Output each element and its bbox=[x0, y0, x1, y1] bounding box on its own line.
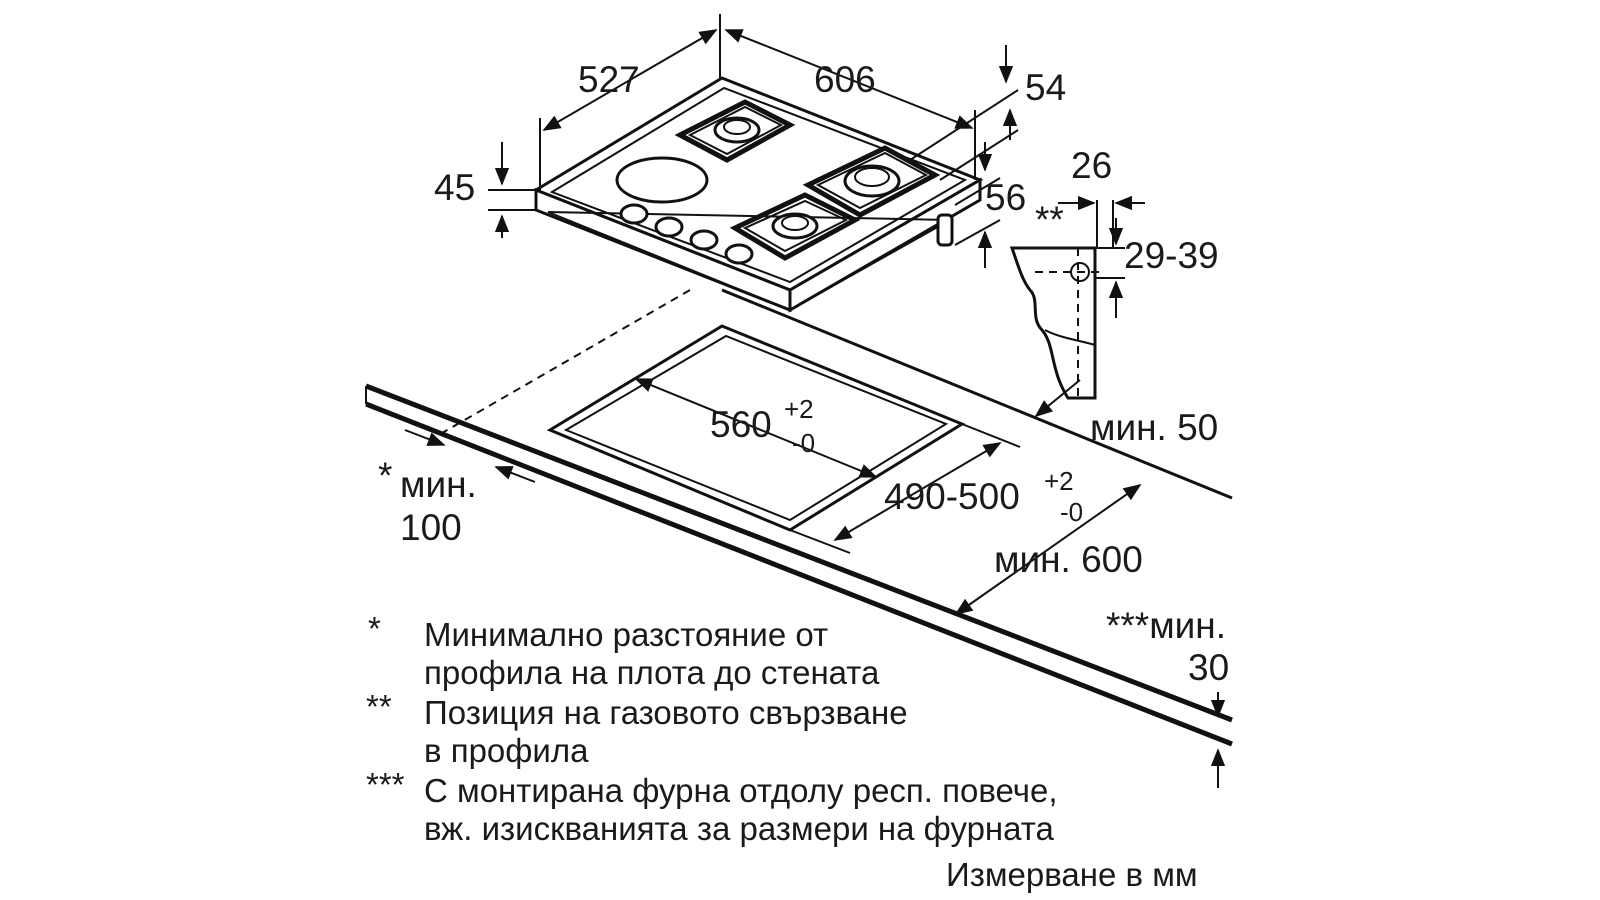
note-3-line-2: вж. изискванията за размери на фурната bbox=[424, 810, 1055, 847]
burner-front bbox=[729, 192, 861, 261]
hob-drawing bbox=[532, 76, 984, 313]
note-2-line-2: в профила bbox=[424, 732, 589, 769]
dim-26: 26 bbox=[1071, 145, 1112, 186]
dim-527: 527 bbox=[578, 59, 640, 100]
dim-min-30-value: 30 bbox=[1188, 647, 1229, 688]
dim-490-500-tol-plus: +2 bbox=[1044, 466, 1074, 496]
dim-490-500: 490-500 bbox=[884, 476, 1020, 517]
profile-marker: ** bbox=[1035, 199, 1064, 240]
dim-560: 560 bbox=[710, 404, 772, 445]
units-caption: Измерване в мм bbox=[946, 856, 1198, 893]
dim-54: 54 bbox=[1025, 67, 1066, 108]
hotplate-circle bbox=[615, 156, 709, 204]
footnotes: * Минимално разстояние от профила на пло… bbox=[366, 610, 1058, 847]
hob-base bbox=[547, 211, 954, 312]
note-3-line-1: С монтирана фурна отдолу респ. повече, bbox=[424, 772, 1058, 809]
worktop-profile bbox=[1009, 195, 1145, 400]
dim-490-500-tol-minus: -0 bbox=[1060, 497, 1083, 527]
note-1-line-2: профила на плота до стената bbox=[424, 654, 880, 691]
dim-560-tol-minus: -0 bbox=[792, 428, 815, 458]
burner-right bbox=[802, 145, 941, 218]
hob-right-edge bbox=[788, 177, 982, 313]
dim-560-tol-plus: +2 bbox=[784, 394, 814, 424]
dim-min-600: мин. 600 bbox=[994, 539, 1143, 580]
note-2-line-1: Позиция на газовото свързване bbox=[424, 694, 908, 731]
note-1-line-1: Минимално разстояние от bbox=[424, 616, 828, 653]
countertop bbox=[365, 288, 1233, 788]
control-knobs bbox=[619, 203, 754, 265]
dim-min-30-label: ***мин. bbox=[1106, 605, 1226, 646]
dim-606: 606 bbox=[814, 59, 876, 100]
dim-min-100-value: 100 bbox=[400, 507, 462, 548]
note-3-marker: *** bbox=[366, 766, 405, 803]
dim-min-100-label: мин. bbox=[400, 464, 477, 505]
dim-56: 56 bbox=[985, 177, 1026, 218]
hob-dimensions bbox=[488, 14, 1019, 268]
dim-45: 45 bbox=[434, 167, 475, 208]
note-1-marker: * bbox=[368, 610, 381, 647]
gas-connector bbox=[936, 213, 954, 247]
dim-min-100-star: * bbox=[378, 455, 392, 496]
dim-29-39: 29-39 bbox=[1124, 235, 1219, 276]
dim-min-50: мин. 50 bbox=[1090, 407, 1218, 448]
note-2-marker: ** bbox=[366, 688, 392, 725]
